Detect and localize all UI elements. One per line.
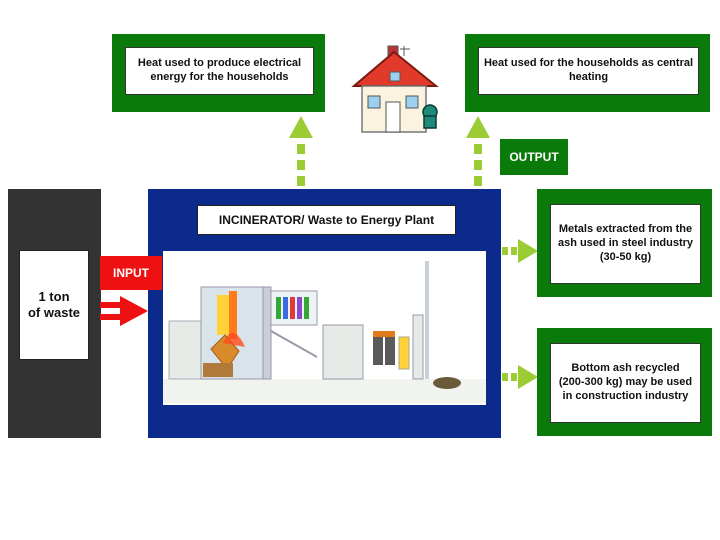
house-icon [351, 45, 439, 133]
electricity-output-label: Heat used to produce electrical energy f… [125, 47, 314, 95]
plant-title: INCINERATOR/ Waste to Energy Plant [197, 205, 456, 235]
heating-output-label: Heat used for the households as central … [478, 47, 699, 95]
metals-right-arrow-icon [502, 239, 538, 263]
heating-up-arrow-icon [466, 116, 490, 186]
heating-output-box: Heat used for the households as central … [465, 34, 710, 112]
bottom-ash-output-box: Bottom ash recycled (200-300 kg) may be … [537, 328, 712, 436]
bottom-ash-right-arrow-icon [502, 365, 538, 389]
bottom-ash-output-label: Bottom ash recycled (200-300 kg) may be … [550, 343, 701, 423]
electricity-output-box: Heat used to produce electrical energy f… [112, 34, 325, 112]
waste-input-label: 1 ton of waste [19, 250, 89, 360]
electricity-up-arrow-icon [289, 116, 313, 186]
metals-output-label: Metals extracted from the ash used in st… [550, 204, 701, 284]
output-tag: OUTPUT [500, 139, 568, 175]
metals-output-box: Metals extracted from the ash used in st… [537, 189, 712, 297]
incinerator-plant-illustration [163, 251, 486, 405]
input-tag: INPUT [100, 256, 162, 290]
red-arrow-right-icon [100, 296, 148, 326]
